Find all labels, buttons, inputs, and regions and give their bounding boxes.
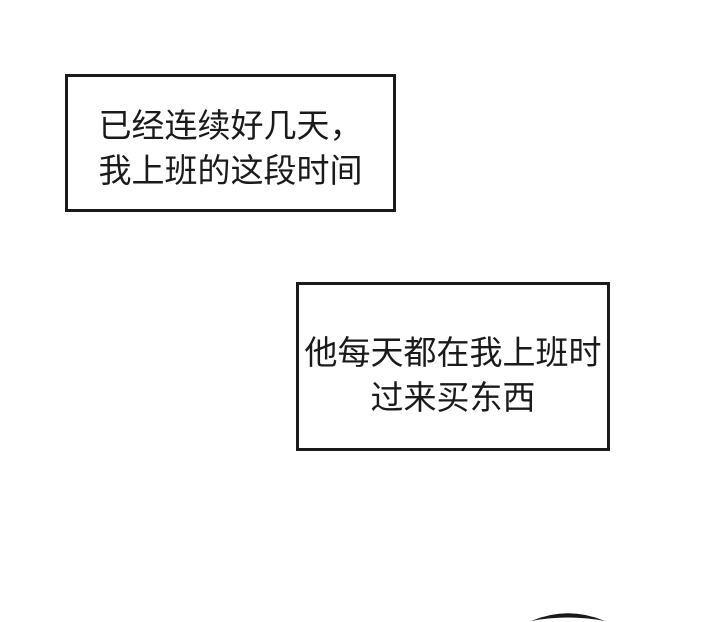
narration-1-line-2: 我上班的这段时间 (98, 151, 363, 189)
narration-box-1: 已经连续好几天， 我上班的这段时间 (65, 74, 396, 212)
narration-2-line-1: 他每天都在我上班时 (304, 333, 602, 371)
narration-2-line-2: 过来买东西 (370, 378, 536, 416)
narration-1-line-1: 已经连续好几天， (98, 106, 363, 144)
narration-box-2: 他每天都在我上班时 过来买东西 (296, 282, 610, 451)
